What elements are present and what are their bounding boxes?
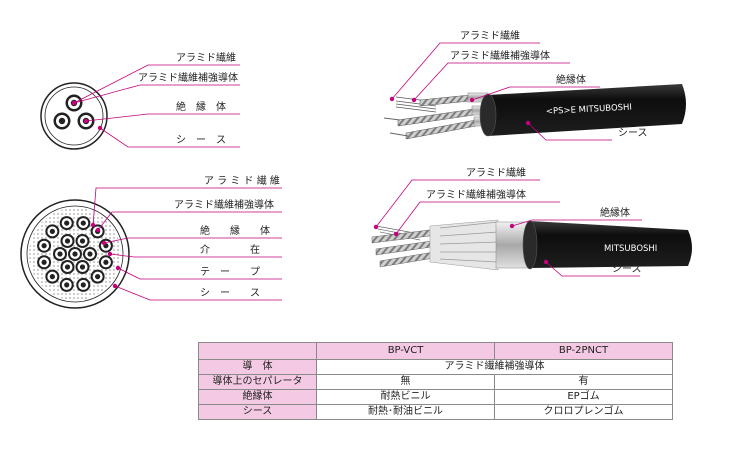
label-sheath-2: シース bbox=[618, 128, 648, 139]
core bbox=[76, 216, 91, 231]
core bbox=[76, 277, 91, 292]
table-row: 導 体 アラミド繊維補強導体 bbox=[198, 359, 673, 375]
leader-lines-3 bbox=[92, 187, 282, 301]
core bbox=[68, 247, 82, 261]
cable-multicore-perspective: MITSUBOSHI bbox=[371, 219, 692, 271]
leader-dots-4 bbox=[373, 223, 549, 265]
leader-dots-1 bbox=[71, 100, 103, 131]
label-reinforced-conductor-4: アラミド繊維補強導体 bbox=[426, 188, 526, 201]
label-filler-3: 介 在 bbox=[200, 244, 260, 256]
core bbox=[90, 269, 105, 284]
core bbox=[59, 277, 74, 292]
label-tape-3: テ ー プ bbox=[200, 266, 260, 278]
label-aramid-fiber-1: アラミド繊維 bbox=[176, 51, 236, 64]
table-cell: クロロプレンゴム bbox=[494, 404, 673, 420]
core bbox=[60, 234, 75, 249]
labels-4: アラミド繊維 アラミド繊維補強導体 絶縁体 シース bbox=[426, 166, 642, 275]
table-cell: 有 bbox=[494, 374, 673, 390]
row-header: 絶縁体 bbox=[198, 389, 317, 405]
spec-table: BP-VCT BP-2PNCT 導 体 アラミド繊維補強導体 導体上のセパレータ… bbox=[198, 342, 673, 420]
sheath-2 bbox=[479, 84, 686, 137]
table-cell: 耐熱･耐油ビニル bbox=[316, 404, 495, 420]
labels-2: アラミド繊維 アラミド繊維補強導体 絶縁体 シース bbox=[450, 29, 648, 139]
core bbox=[37, 255, 52, 270]
core bbox=[75, 259, 90, 274]
cable-marking-4: MITSUBOSHI bbox=[604, 244, 657, 254]
core bbox=[45, 269, 60, 284]
table-cell-merged: アラミド繊維補強導体 bbox=[316, 359, 673, 375]
table-row: 絶縁体 耐熱ビニル EPゴム bbox=[198, 389, 673, 405]
core bbox=[45, 224, 60, 239]
cross-section-multicore bbox=[20, 199, 130, 309]
label-reinforced-conductor-3: アラミド繊維補強導体 bbox=[174, 198, 274, 211]
label-insulator-4: 絶縁体 bbox=[600, 206, 630, 219]
leader-lines-2 bbox=[391, 42, 612, 141]
exposed-cores-4 bbox=[371, 219, 531, 271]
table-row: 導体上のセパレータ 無 有 bbox=[198, 374, 673, 390]
label-aramid-fiber-4: アラミド繊維 bbox=[466, 166, 526, 179]
table-corner-cell bbox=[198, 342, 317, 360]
leader-lines-4 bbox=[375, 179, 642, 277]
cores-multicore bbox=[37, 216, 113, 292]
conductor-a bbox=[419, 92, 489, 107]
cross-section-3core bbox=[40, 82, 108, 150]
leader-dots-3 bbox=[90, 222, 121, 289]
table-row: シース 耐熱･耐油ビニル クロロプレンゴム bbox=[198, 404, 673, 420]
cable-marking-2: <PS>E MITSUBOSHI bbox=[546, 103, 633, 117]
cable-diagrams: アラミド繊維 アラミド繊維補強導体 絶 縁 体 シ ー ス bbox=[20, 29, 692, 309]
label-insulator-1: 絶 縁 体 bbox=[176, 100, 226, 113]
column-header: BP-VCT bbox=[316, 342, 495, 360]
label-reinforced-conductor-2: アラミド繊維補強導体 bbox=[450, 49, 550, 62]
table-cell: 無 bbox=[316, 374, 495, 390]
label-sheath-4: シース bbox=[612, 264, 642, 275]
table-cell: 耐熱ビニル bbox=[316, 389, 495, 405]
label-aramid-fiber-2: アラミド繊維 bbox=[460, 29, 520, 42]
leader-lines-1 bbox=[73, 64, 240, 148]
core bbox=[98, 238, 113, 253]
labels-3: ア ラ ミ ド 繊 維 アラミド繊維補強導体 絶 縁 体 介 在 テ ー プ シ… bbox=[174, 174, 280, 299]
core bbox=[53, 247, 67, 261]
core bbox=[60, 259, 75, 274]
core-left bbox=[53, 112, 71, 130]
row-header: 導体上のセパレータ bbox=[198, 374, 317, 390]
label-insulator-3: 絶 縁 体 bbox=[200, 224, 270, 237]
core bbox=[98, 255, 113, 270]
leader-dots-2 bbox=[389, 96, 531, 126]
label-sheath-1: シ ー ス bbox=[176, 135, 226, 146]
core bbox=[59, 216, 74, 231]
label-insulator-2: 絶縁体 bbox=[556, 73, 586, 86]
table-header-row: BP-VCT BP-2PNCT bbox=[198, 342, 673, 360]
label-aramid-fiber-3: ア ラ ミ ド 繊 維 bbox=[204, 174, 280, 187]
core bbox=[75, 234, 90, 249]
row-header: シース bbox=[198, 404, 317, 420]
cable-3core-perspective: <PS>E MITSUBOSHI bbox=[383, 84, 686, 140]
table-cell: EPゴム bbox=[494, 389, 673, 405]
core bbox=[37, 238, 52, 253]
column-header: BP-2PNCT bbox=[494, 342, 673, 360]
row-header: 導 体 bbox=[198, 359, 317, 375]
label-reinforced-conductor-1: アラミド繊維補強導体 bbox=[138, 71, 238, 84]
label-sheath-3: シ ー ス bbox=[200, 288, 260, 299]
labels-1: アラミド繊維 アラミド繊維補強導体 絶 縁 体 シ ー ス bbox=[138, 51, 238, 146]
core bbox=[83, 247, 97, 261]
sheath-4 bbox=[522, 220, 692, 270]
